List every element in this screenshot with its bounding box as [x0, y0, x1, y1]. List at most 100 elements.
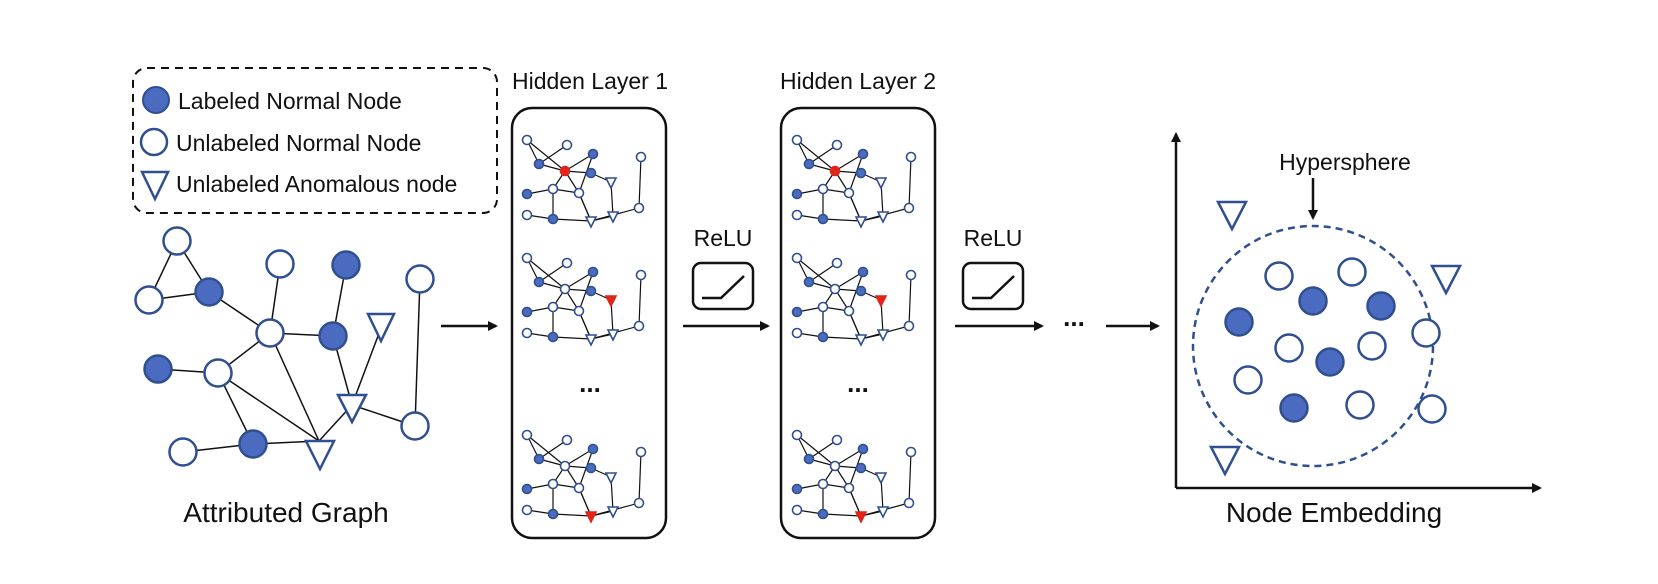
attributed-graph-caption: Attributed Graph [183, 497, 388, 528]
labeled-normal-node [547, 508, 559, 520]
anomalous-node [874, 295, 888, 308]
unlabeled-normal-node [905, 269, 917, 281]
labeled-normal-node [803, 453, 815, 465]
hypersphere [1191, 224, 1435, 468]
unlabeled-anomalous-node [874, 472, 888, 485]
labeled-normal-node [791, 306, 803, 318]
unlabeled-normal-node [831, 434, 843, 446]
unlabeled-normal-node [635, 446, 647, 458]
labeled-normal-node [585, 462, 597, 474]
labeled-normal-node [587, 266, 599, 278]
unlabeled-normal-node [791, 504, 803, 516]
pipeline-ellipsis: ... [1063, 302, 1085, 332]
unlabeled-normal-node [903, 202, 915, 214]
unlabeled-normal-node [633, 202, 645, 214]
mini-graph [791, 252, 917, 347]
unlabeled-anomalous-node [584, 334, 598, 347]
mini-graph [521, 252, 647, 347]
hidden-layer-1-title: Hidden Layer 1 [512, 68, 668, 94]
labeled-normal-node [587, 148, 599, 160]
unlabeled-anomalous-node [876, 506, 890, 519]
unlabeled-normal-node [521, 252, 533, 264]
labeled-normal-node [521, 188, 533, 200]
unlabeled-normal-node [559, 165, 571, 177]
mini-graph [791, 134, 917, 229]
unlabeled-normal-node [829, 165, 841, 177]
unlabeled-normal-node [831, 139, 843, 151]
unlabeled-anomalous-node [606, 211, 620, 224]
legend: Labeled Normal Node Unlabeled Normal Nod… [132, 67, 498, 214]
labeled-normal-node [547, 213, 559, 225]
unlabeled-normal-node [829, 283, 841, 295]
labeled-normal-node [521, 306, 533, 318]
labeled-normal-node [855, 462, 867, 474]
unlabeled-normal-node [635, 269, 647, 281]
anomalous-node [854, 511, 868, 524]
labeled-normal-node [817, 508, 829, 520]
unlabeled-normal-node [843, 305, 855, 317]
labeled-normal-node [533, 453, 545, 465]
unlabeled-anomalous-node [606, 329, 620, 342]
hidden-layer-2-ellipsis: ... [847, 368, 869, 398]
mini-graph [791, 429, 917, 524]
unlabeled-normal-node [791, 327, 803, 339]
unlabeled-normal-node [521, 134, 533, 146]
relu-graph-icon [691, 261, 755, 311]
unlabeled-normal-node [817, 478, 829, 490]
unlabeled-normal-node [559, 460, 571, 472]
unlabeled-normal-node [791, 252, 803, 264]
unlabeled-normal-node [547, 301, 559, 313]
unlabeled-anomalous-node [604, 177, 618, 190]
labeled-normal-node [857, 443, 869, 455]
unlabeled-normal-node [547, 183, 559, 195]
unlabeled-normal-node [561, 139, 573, 151]
unlabeled-normal-node [547, 478, 559, 490]
labeled-normal-node-icon [142, 86, 170, 114]
unlabeled-normal-node [791, 429, 803, 441]
labeled-normal-node [857, 148, 869, 160]
unlabeled-normal-node [843, 482, 855, 494]
node-embedding-caption: Node Embedding [1226, 497, 1442, 528]
labeled-normal-node [855, 285, 867, 297]
unlabeled-normal-node [573, 305, 585, 317]
unlabeled-normal-node-icon [139, 127, 169, 157]
labeled-normal-node [585, 167, 597, 179]
unlabeled-normal-node [633, 497, 645, 509]
labeled-normal-node [857, 266, 869, 278]
unlabeled-normal-node [817, 301, 829, 313]
hidden-layer-1-ellipsis: ... [579, 368, 601, 398]
unlabeled-normal-node [843, 187, 855, 199]
labeled-normal-node [521, 483, 533, 495]
unlabeled-normal-node [817, 183, 829, 195]
labeled-normal-node [585, 285, 597, 297]
mini-graph [521, 429, 647, 524]
legend-label-labeled-normal: Labeled Normal Node [178, 88, 402, 114]
unlabeled-normal-node [573, 187, 585, 199]
relu-2-label: ReLU [964, 225, 1023, 251]
unlabeled-normal-node [903, 497, 915, 509]
labeled-normal-node [855, 167, 867, 179]
embedding-nodes [1208, 200, 1463, 477]
unlabeled-normal-node [633, 320, 645, 332]
attributed-graph-nodes [134, 226, 435, 472]
relu-graph-icon [961, 261, 1025, 311]
anomalous-node [604, 295, 618, 308]
legend-label-unlabeled-anomalous: Unlabeled Anomalous node [176, 171, 457, 197]
unlabeled-anomalous-node [604, 472, 618, 485]
legend-box [132, 67, 498, 214]
unlabeled-anomalous-node [876, 211, 890, 224]
unlabeled-anomalous-node [606, 506, 620, 519]
unlabeled-normal-node [905, 151, 917, 163]
labeled-normal-node [803, 276, 815, 288]
unlabeled-normal-node [635, 151, 647, 163]
legend-label-unlabeled-normal: Unlabeled Normal Node [176, 130, 421, 156]
unlabeled-anomalous-node [876, 329, 890, 342]
labeled-normal-node [803, 158, 815, 170]
hidden-layer-2-box [779, 106, 937, 540]
unlabeled-normal-node [903, 320, 915, 332]
unlabeled-anomalous-node [584, 216, 598, 229]
unlabeled-normal-node [561, 257, 573, 269]
labeled-normal-node [817, 213, 829, 225]
mini-graph [521, 134, 647, 229]
labeled-normal-node [817, 331, 829, 343]
